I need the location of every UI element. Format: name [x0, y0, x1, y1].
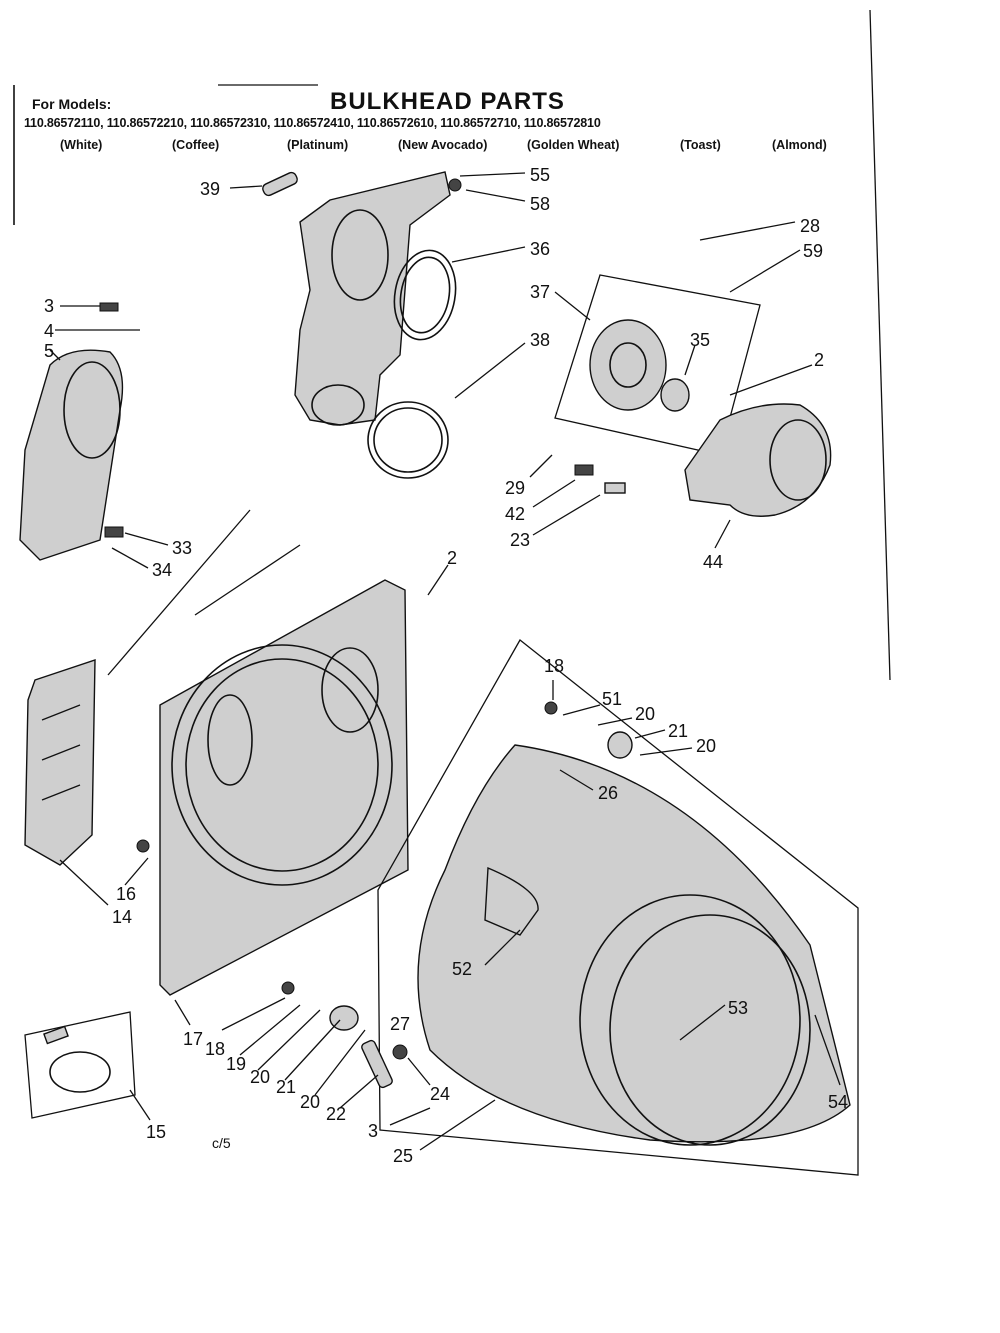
part-3-top	[99, 302, 119, 312]
lint-filter-housing	[19, 349, 124, 561]
part-35	[660, 378, 690, 412]
page-code: c/5	[212, 1135, 231, 1151]
callout-25: 25	[393, 1146, 413, 1166]
part-42	[574, 464, 594, 476]
callout-53: 53	[728, 998, 748, 1018]
callout-19: 19	[226, 1054, 246, 1074]
dryer-drum	[417, 744, 851, 1146]
color-label-golden-wheat: (Golden Wheat)	[527, 138, 620, 152]
callout-42: 42	[505, 504, 525, 524]
callout-28: 28	[800, 216, 820, 236]
callout-22: 22	[326, 1104, 346, 1124]
callout-21-bottom: 21	[276, 1077, 296, 1097]
callout-20-top-b: 20	[696, 736, 716, 756]
part-18-top	[544, 701, 558, 715]
callout-27: 27	[390, 1014, 410, 1034]
page-title: BULKHEAD PARTS	[330, 88, 565, 115]
callout-2-mid: 2	[447, 548, 457, 568]
assembly-line-a	[107, 509, 251, 676]
callout-5: 5	[44, 341, 54, 361]
exhaust-duct	[294, 171, 451, 426]
color-label-platinum: (Platinum)	[287, 138, 349, 152]
callout-3-bottom: 3	[368, 1121, 378, 1141]
callout-34: 34	[152, 560, 172, 580]
color-label-toast: (Toast)	[680, 138, 721, 152]
part-52	[484, 866, 539, 936]
callout-44: 44	[703, 552, 723, 572]
heater-assembly	[24, 659, 96, 866]
callout-26: 26	[598, 783, 618, 803]
callout-20-top-a: 20	[635, 704, 655, 724]
wiring-kit-box	[24, 1011, 136, 1119]
callout-39: 39	[200, 179, 220, 199]
callout-14: 14	[112, 907, 132, 927]
part-21-top	[607, 731, 633, 759]
color-label-new-avocado: (New Avocado)	[398, 138, 488, 152]
duct-seal	[393, 249, 457, 341]
right-scan-edge	[869, 9, 891, 681]
callout-3-top: 3	[44, 296, 54, 316]
seal-ring	[367, 401, 449, 479]
part-58	[448, 178, 462, 192]
blower-wheel	[589, 319, 667, 411]
callout-15: 15	[146, 1122, 166, 1142]
front-bulkhead	[159, 579, 409, 996]
callout-17: 17	[183, 1029, 203, 1049]
callout-36: 36	[530, 239, 550, 259]
color-label-white: (White)	[60, 138, 103, 152]
callout-51: 51	[602, 689, 622, 709]
part-39	[262, 171, 298, 197]
drum-box	[377, 639, 859, 1176]
callout-2-top: 2	[814, 350, 824, 370]
part-18-bottom	[281, 981, 295, 995]
callout-21-top: 21	[668, 721, 688, 741]
callout-4: 4	[44, 321, 54, 341]
callout-20-bottom-a: 20	[250, 1067, 270, 1087]
callout-18-bottom: 18	[205, 1039, 225, 1059]
callout-20-bottom-b: 20	[300, 1092, 320, 1112]
callout-55: 55	[530, 165, 550, 185]
callout-29: 29	[505, 478, 525, 498]
color-label-coffee: (Coffee)	[172, 138, 220, 152]
callout-16: 16	[116, 884, 136, 904]
leader-lines	[49, 172, 841, 1151]
part-16	[136, 839, 150, 853]
callout-24: 24	[430, 1084, 450, 1104]
callout-52: 52	[452, 959, 472, 979]
callout-23: 23	[510, 530, 530, 550]
callout-59: 59	[803, 241, 823, 261]
part-23	[604, 482, 626, 494]
for-models-label: For Models:	[32, 96, 112, 112]
part-33	[104, 526, 124, 538]
callout-37: 37	[530, 282, 550, 302]
callout-18-top: 18	[544, 656, 564, 676]
assembly-line-b	[194, 544, 301, 616]
callout-33: 33	[172, 538, 192, 558]
part-22	[361, 1039, 393, 1089]
blower-housing	[684, 403, 832, 517]
part-24	[392, 1044, 408, 1060]
model-numbers: 110.86572110, 110.86572210, 110.86572310…	[24, 116, 601, 130]
color-label-almond: (Almond)	[772, 138, 827, 152]
callout-38: 38	[530, 330, 550, 350]
callout-58: 58	[530, 194, 550, 214]
callout-54: 54	[828, 1092, 848, 1112]
callout-35: 35	[690, 330, 710, 350]
